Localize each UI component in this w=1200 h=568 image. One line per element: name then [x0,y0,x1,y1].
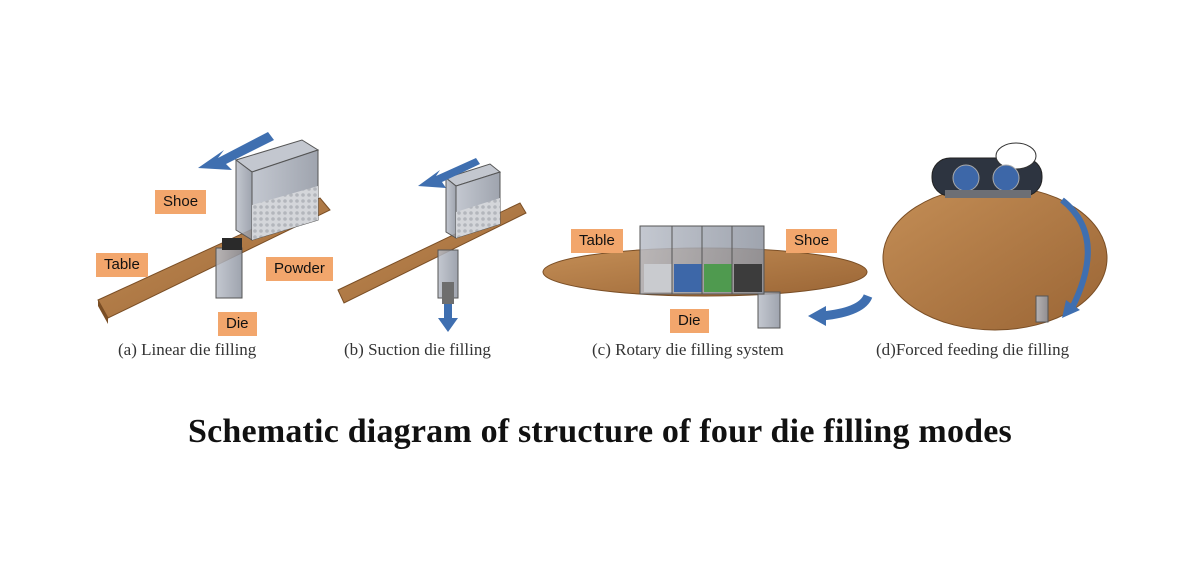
caption-d: (d)Forced feeding die filling [876,340,1070,359]
rotation-arrow-d [1060,197,1091,310]
label-die-c: Die [670,309,709,333]
label-die-a: Die [218,312,257,336]
caption-b: (b) Suction die filling [344,340,491,359]
down-arrow-b [438,304,458,332]
label-shoe-a: Shoe [155,190,207,214]
panel-forced [882,142,1108,331]
panel-rotary [542,225,873,329]
label-shoe-c: Shoe [786,229,838,253]
feeder-d [931,142,1043,198]
table-bar-a-side [98,300,108,324]
impeller-left [952,164,980,192]
powder-c-grey [644,264,672,292]
piston-b [442,282,454,304]
arrow-a [198,132,274,170]
shoe-box-b [444,163,502,239]
label-powder-a: Powder [266,257,333,281]
die-a [215,247,243,299]
shoe-box-a [234,139,320,241]
rotation-arrow-d-head [1062,300,1080,318]
panel-suction [337,158,527,332]
powder-c-green [704,264,732,292]
die-d [1035,295,1049,323]
label-table-c: Table [571,229,623,253]
caption-c: (c) Rotary die filling system [592,340,784,359]
die-c [757,291,781,329]
panel-linear [97,132,331,324]
die-hole-a [222,238,242,250]
caption-a: (a) Linear die filling [118,340,257,359]
rotation-arrow-c-head [808,306,826,326]
powder-a [252,186,318,240]
powder-c-blue [674,264,702,292]
rotation-arrow-c [821,293,873,321]
impeller-right [992,164,1020,192]
arrow-b [418,158,480,188]
label-table-a: Table [96,253,148,277]
figure-title: Schematic diagram of structure of four d… [188,413,1012,450]
powder-c-dark [734,264,762,292]
rotary-shoe [639,225,765,295]
